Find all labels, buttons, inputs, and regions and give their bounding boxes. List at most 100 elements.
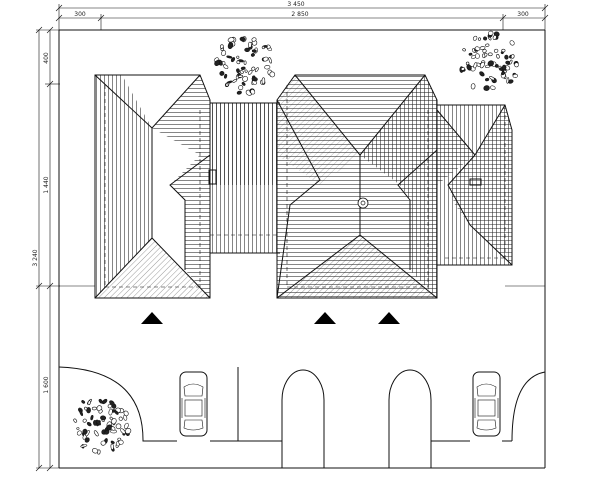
tree-leaf-mark xyxy=(82,418,87,423)
tree-leaf-mark xyxy=(124,422,129,429)
tree-leaf-mark xyxy=(509,59,513,65)
tree-leaf-mark xyxy=(487,60,494,67)
tree-leaf-mark xyxy=(470,83,476,90)
tree-leaf-mark xyxy=(489,76,495,81)
tree-leaf-mark xyxy=(506,77,510,84)
tree-icon xyxy=(213,36,276,96)
tree-leaf-mark xyxy=(262,56,269,62)
tree-leaf-mark xyxy=(104,429,110,435)
tree-leaf-mark xyxy=(221,50,227,56)
tree-leaf-mark xyxy=(80,444,88,448)
tree-leaf-mark xyxy=(460,67,465,71)
tree-leaf-mark xyxy=(86,421,92,427)
tree-leaf-mark xyxy=(501,64,507,70)
tree-leaf-mark xyxy=(232,79,238,83)
tree-leaf-mark xyxy=(263,45,268,48)
tree-leaf-mark xyxy=(230,57,236,63)
tree-leaf-mark xyxy=(86,407,91,414)
tree-leaf-mark xyxy=(494,64,499,68)
tree-leaf-mark xyxy=(477,37,482,41)
left-dimensions: 400 1 440 3 240 1 600 xyxy=(32,26,60,472)
tree-leaf-mark xyxy=(485,77,490,82)
tree-leaf-mark xyxy=(462,48,466,52)
dim-left-bottom: 1 600 xyxy=(43,376,50,393)
tree-leaf-mark xyxy=(474,53,480,59)
tree-leaf-mark xyxy=(98,398,103,404)
tree-leaf-mark xyxy=(236,68,240,73)
tree-leaf-mark xyxy=(108,408,113,416)
tree-leaf-mark xyxy=(109,400,115,406)
tree-leaf-mark xyxy=(492,35,497,40)
tree-leaf-mark xyxy=(111,418,117,425)
tree-leaf-mark xyxy=(268,57,272,64)
tree-leaf-mark xyxy=(124,427,132,435)
tree-leaf-mark xyxy=(87,400,91,406)
tree-leaf-mark xyxy=(239,70,244,74)
plot-boundary xyxy=(58,29,546,469)
tree-leaf-mark xyxy=(243,60,247,65)
tree-leaf-mark xyxy=(514,62,519,68)
tree-leaf-mark xyxy=(473,62,478,69)
tree-leaf-mark xyxy=(244,69,248,73)
tree-leaf-mark xyxy=(82,428,88,435)
tree-leaf-mark xyxy=(483,85,490,91)
tree-leaf-mark xyxy=(248,70,253,75)
dim-left-overall: 3 240 xyxy=(32,249,39,266)
tree-leaf-mark xyxy=(487,52,493,57)
tree-leaf-mark xyxy=(223,64,229,70)
tree-leaf-mark xyxy=(224,73,228,79)
tree-leaf-mark xyxy=(241,81,246,86)
tree-leaf-mark xyxy=(110,440,115,444)
tree-leaf-mark xyxy=(101,398,108,405)
skylight-icon xyxy=(208,169,217,185)
tree-leaf-mark xyxy=(510,54,515,59)
tree-leaf-mark xyxy=(247,41,252,48)
tree-leaf-mark xyxy=(242,75,248,82)
tree-leaf-mark xyxy=(251,37,257,42)
tree-leaf-mark xyxy=(107,404,112,409)
car-left xyxy=(179,371,208,437)
tree-leaf-mark xyxy=(219,70,225,76)
tree-leaf-mark xyxy=(100,440,106,446)
entrance-markers xyxy=(141,312,400,324)
entrance-marker xyxy=(314,312,336,324)
tree-leaf-mark xyxy=(244,47,250,53)
tree-leaf-mark xyxy=(509,40,515,46)
tree-leaf-mark xyxy=(115,423,122,430)
tree-leaf-mark xyxy=(239,36,246,42)
tree-leaf-mark xyxy=(482,53,486,59)
tree-leaf-mark xyxy=(490,85,496,90)
tree-leaf-mark xyxy=(501,71,506,76)
tree-leaf-mark xyxy=(472,35,478,41)
tree-leaf-mark xyxy=(111,426,116,431)
tree-leaf-mark xyxy=(76,430,82,436)
tree-leaf-mark xyxy=(479,61,485,69)
tree-leaf-mark xyxy=(227,42,234,50)
tree-leaf-mark xyxy=(76,427,80,430)
tree-leaf-mark xyxy=(100,415,107,421)
tree-leaf-mark xyxy=(123,410,129,417)
tree-leaf-mark xyxy=(220,47,225,51)
tree-leaf-mark xyxy=(91,406,97,411)
tree-leaf-mark xyxy=(79,409,84,416)
tree-leaf-mark xyxy=(474,46,481,51)
roof-middle-house xyxy=(276,74,438,299)
roof-right-wing xyxy=(436,104,513,266)
roof-connector-left xyxy=(208,102,280,254)
dim-left-middle: 1 440 xyxy=(43,176,50,193)
tree-leaf-mark xyxy=(110,443,114,450)
tree-leaf-mark xyxy=(251,76,258,82)
tree-leaf-mark xyxy=(488,30,494,36)
tree-leaf-mark xyxy=(512,73,518,78)
tree-icon xyxy=(73,398,132,455)
parking-area xyxy=(58,366,546,468)
tree-icon xyxy=(459,30,519,91)
tree-leaf-mark xyxy=(482,49,487,53)
tree-leaf-mark xyxy=(214,60,220,66)
tree-leaf-mark xyxy=(496,54,500,59)
tree-leaf-mark xyxy=(84,437,90,443)
tree-leaf-mark xyxy=(118,439,124,445)
tree-leaf-mark xyxy=(227,37,235,43)
tree-leaf-mark xyxy=(261,77,266,85)
tree-leaf-mark xyxy=(73,418,78,423)
